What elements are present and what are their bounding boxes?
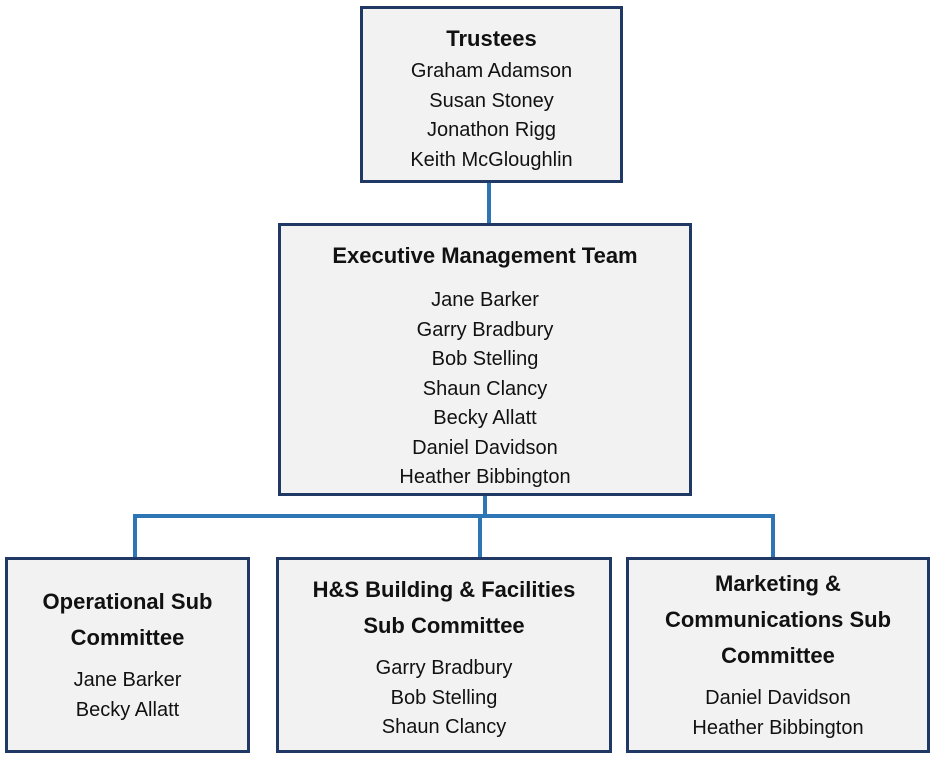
connector-bus-hs (478, 514, 482, 557)
trustees-box: Trustees Graham Adamson Susan Stoney Jon… (360, 6, 623, 183)
executive-member: Becky Allatt (433, 407, 537, 429)
executive-title: Executive Management Team (332, 243, 638, 268)
trustees-title: Trustees (446, 26, 537, 51)
operational-members: Jane Barker Becky Allatt (8, 666, 247, 725)
marketing-member: Heather Bibbington (692, 716, 864, 739)
operational-title: Operational Sub Committee (42, 589, 213, 650)
trustees-members: Graham Adamson Susan Stoney Jonathon Rig… (363, 57, 620, 175)
trustee-member: Jonathon Rigg (427, 119, 556, 141)
operational-box: Operational Sub Committee Jane Barker Be… (5, 557, 250, 753)
marketing-members: Daniel Davidson Heather Bibbington (629, 684, 927, 743)
connector-bus-operational (133, 514, 137, 557)
trustee-member: Susan Stoney (429, 89, 554, 112)
connector-bus-marketing (771, 514, 775, 557)
hs-members: Garry Bradbury Bob Stelling Shaun Clancy (279, 654, 609, 743)
operational-member: Jane Barker (73, 669, 182, 691)
executive-member: Heather Bibbington (399, 466, 571, 488)
marketing-box: Marketing & Communications Sub Committee… (626, 557, 930, 753)
executive-member: Jane Barker (431, 289, 539, 311)
executive-members: Jane Barker Garry Bradbury Bob Stelling … (281, 286, 689, 493)
connector-executive-bus (483, 496, 487, 516)
hs-member: Shaun Clancy (381, 716, 507, 738)
trustee-member: Keith McGloughlin (410, 148, 573, 171)
operational-member: Becky Allatt (75, 698, 180, 721)
connector-trustees-executive (487, 183, 491, 223)
executive-member: Shaun Clancy (422, 377, 548, 400)
hs-member: Bob Stelling (390, 686, 498, 709)
hs-member: Garry Bradbury (375, 657, 513, 679)
hs-box: H&S Building & Facilities Sub Committee … (276, 557, 612, 753)
marketing-title: Marketing & Communications Sub Committee (664, 571, 892, 668)
executive-box: Executive Management Team Jane Barker Ga… (278, 223, 692, 496)
executive-member: Bob Stelling (431, 348, 539, 370)
connector-horizontal-bus (133, 514, 775, 518)
trustee-member: Graham Adamson (410, 60, 573, 82)
executive-member: Garry Bradbury (416, 318, 554, 341)
hs-title: H&S Building & Facilities Sub Committee (312, 577, 576, 638)
executive-member: Daniel Davidson (412, 436, 558, 459)
marketing-member: Daniel Davidson (705, 687, 851, 709)
